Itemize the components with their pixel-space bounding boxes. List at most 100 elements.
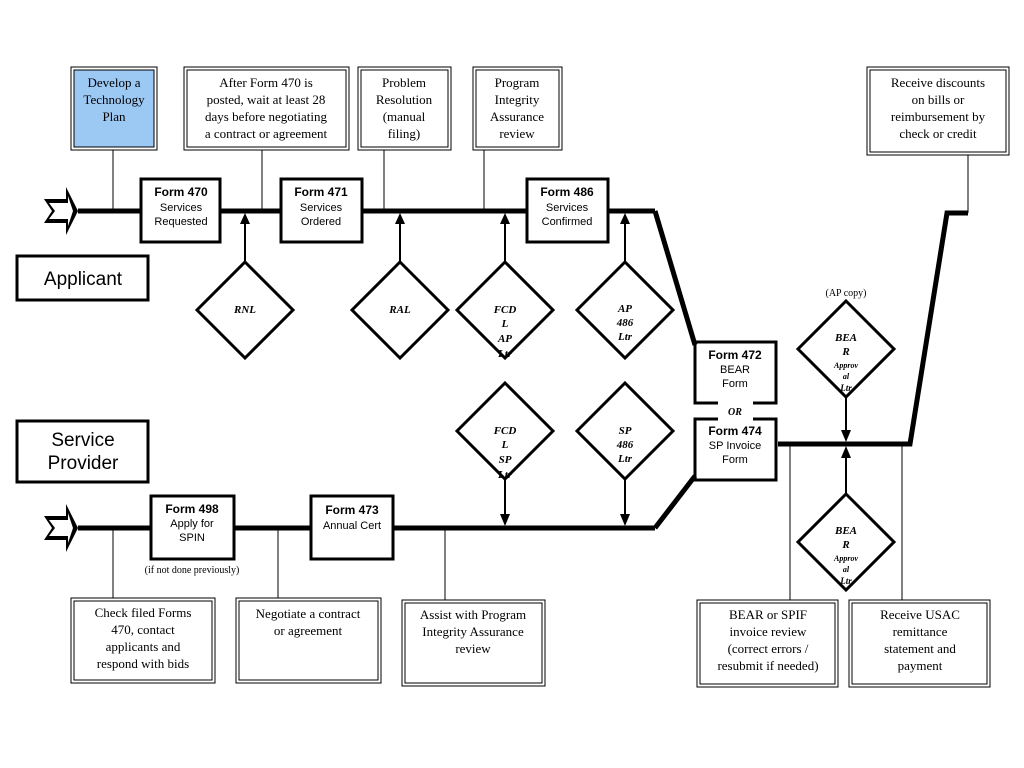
form-474-title: Form 474 (708, 424, 762, 438)
diamond-fcdl-ap: FCD L AP Ltr (454, 259, 556, 361)
arrow-ap486-up (620, 213, 630, 262)
diamond-ral-label: RAL (388, 304, 411, 316)
form-470-line-2: Requested (154, 216, 207, 228)
note-develop-plan-line-1: Develop a (87, 75, 140, 90)
form-471-box: Form 471 Services Ordered (279, 177, 364, 244)
diamond-ral: RAL (349, 259, 451, 361)
note-pia-review: Program Integrity Assurance review (472, 66, 563, 151)
diamond-bear-ap-line-5: Ltr (839, 383, 852, 393)
note-bear-spif-line-3: (correct errors / (728, 641, 809, 656)
form-471-line-1: Services (300, 202, 343, 214)
note-pia-line-1: Program (495, 75, 540, 90)
arrow-fcdl-sp-down (500, 478, 510, 526)
note-check-forms-470: Check filed Forms 470, contact applicant… (70, 597, 216, 684)
diamond-fcdl-sp-line-1: FCD (493, 425, 517, 437)
note-receive-usac: Receive USAC remittance statement and pa… (848, 599, 991, 688)
note-bear-spif-review: BEAR or SPIF invoice review (correct err… (696, 599, 839, 688)
form-472-line-2: Form (722, 378, 748, 390)
ap-copy-label: (AP copy) (825, 288, 866, 299)
form-486-title: Form 486 (540, 185, 594, 199)
diamond-fcdl-ap-line-2: L (501, 318, 509, 330)
diamond-fcdl-sp-line-3: SP (499, 454, 512, 466)
note-wait-line-2: posted, wait at least 28 (207, 92, 326, 107)
form-486-line-1: Services (546, 202, 589, 214)
thin-connectors (112, 150, 969, 600)
diamond-sp486-line-2: 486 (616, 439, 634, 451)
sp-start-chevron-icon (44, 504, 78, 552)
note-usac-line-1: Receive USAC (880, 607, 960, 622)
note-check-line-2: 470, contact (111, 622, 175, 637)
diamond-bear-ap: BEA R Approv al Ltr (795, 298, 897, 400)
note-wait-line-1: After Form 470 is (219, 75, 313, 90)
note-develop-plan: Develop a Technology Plan (70, 66, 158, 151)
applicant-lane-text: Applicant (44, 269, 123, 290)
form-473-title: Form 473 (325, 503, 379, 517)
arrow-bear-ap-down (841, 394, 851, 442)
form-498-line-1: Apply for (170, 518, 214, 530)
diamond-sp486-line-3: Ltr (617, 453, 633, 465)
note-bear-spif-line-4: resubmit if needed) (717, 658, 818, 673)
diamond-bear-ap-line-3: Approv (833, 361, 858, 370)
note-develop-plan-line-2: Technology (83, 92, 145, 107)
diamond-fcdl-sp: FCD L SP Ltr (454, 380, 556, 482)
diamond-fcdl-sp-line-4: Ltr (497, 469, 513, 481)
form-472-box: Form 472 BEAR Form (693, 340, 778, 405)
form-474-line-1: SP Invoice (709, 440, 761, 452)
note-assist-line-3: review (455, 641, 491, 656)
diamond-rnl-label: RNL (233, 304, 256, 316)
note-usac-line-2: remittance (893, 624, 948, 639)
form-486-box: Form 486 Services Confirmed (525, 177, 610, 244)
or-label: OR (728, 407, 742, 418)
note-assist-pia: Assist with Program Integrity Assurance … (401, 599, 546, 687)
applicant-to-form472-connector (652, 210, 698, 346)
diamond-sp486: SP 486 Ltr (574, 380, 676, 482)
note-bear-spif-line-2: invoice review (730, 624, 807, 639)
note-check-line-3: applicants and (106, 639, 181, 654)
service-provider-lane-label: Service Provider (15, 419, 150, 484)
note-bear-spif-line-1: BEAR or SPIF (729, 607, 807, 622)
arrow-rnl-up (240, 213, 250, 262)
diamond-bear-sp-line-4: al (843, 565, 850, 574)
diamond-ap486-line-2: 486 (616, 317, 634, 329)
arrow-fcdl-ap-up (500, 213, 510, 262)
form-474-box: Form 474 SP Invoice Form (693, 417, 778, 482)
diamond-ap486-line-1: AP (617, 303, 632, 315)
form-498-title: Form 498 (165, 502, 219, 516)
note-pia-line-3: Assurance (490, 109, 544, 124)
form-498-box: Form 498 Apply for SPIN (149, 494, 236, 561)
diamond-bear-sp-line-2: R (841, 539, 849, 551)
applicant-start-chevron-icon (44, 187, 78, 235)
note-wait-line-4: a contract or agreement (205, 126, 328, 141)
note-discounts-line-2: on bills or (912, 92, 965, 107)
diamond-ap486: AP 486 Ltr (574, 259, 676, 361)
diamond-bear-sp-line-5: Ltr (839, 576, 852, 586)
service-provider-lane-line-1: Service (51, 430, 114, 451)
diamond-bear-ap-line-1: BEA (834, 332, 857, 344)
form-486-line-2: Confirmed (542, 216, 593, 228)
diamond-fcdl-ap-line-4: Ltr (497, 348, 513, 360)
form-471-title: Form 471 (294, 185, 348, 199)
form-473-box: Form 473 Annual Cert (309, 494, 395, 561)
arrow-sp486-down (620, 478, 630, 526)
note-problem-line-4: filing) (388, 126, 421, 141)
form-470-line-1: Services (160, 202, 203, 214)
diamond-bear-sp-line-1: BEA (834, 525, 857, 537)
note-check-line-4: respond with bids (97, 656, 189, 671)
note-usac-line-3: statement and (884, 641, 956, 656)
diamond-bear-sp-line-3: Approv (833, 554, 858, 563)
note-problem-line-2: Resolution (376, 92, 433, 107)
form-472-line-1: BEAR (720, 364, 750, 376)
diamond-sp486-line-1: SP (619, 425, 632, 437)
note-negotiate-contract: Negotiate a contract or agreement (235, 597, 382, 684)
spin-note: (if not done previously) (145, 565, 240, 576)
diamond-fcdl-ap-line-3: AP (497, 333, 512, 345)
diamond-bear-ap-line-4: al (843, 372, 850, 381)
form-472-title: Form 472 (708, 348, 762, 362)
form-470-box: Form 470 Services Requested (139, 177, 222, 244)
note-usac-line-4: payment (898, 658, 943, 673)
arrow-bear-sp-up (841, 446, 851, 494)
form-473-line-1: Annual Cert (323, 520, 381, 532)
applicant-lane-label: Applicant (15, 254, 150, 302)
note-problem-resolution: Problem Resolution (manual filing) (357, 66, 452, 151)
